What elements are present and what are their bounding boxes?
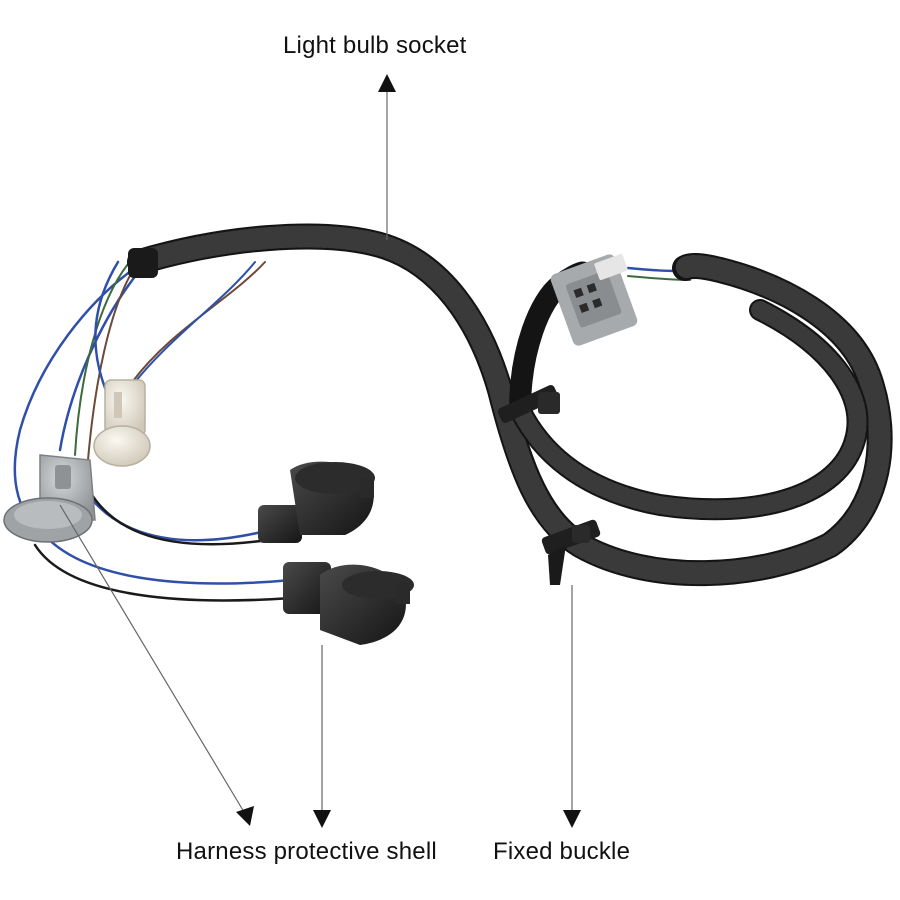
- conduit-collar: [128, 248, 158, 278]
- wire-blue: [68, 458, 272, 542]
- label-light-bulb-socket: Light bulb socket: [283, 32, 467, 59]
- wire-brown: [87, 271, 133, 461]
- arrowhead-down-icon: [313, 810, 331, 828]
- pointer-buckle: [563, 585, 581, 828]
- arrowhead-up-icon: [378, 74, 396, 92]
- pointer-shell-vertical: [313, 645, 331, 828]
- arrowhead-down-icon: [563, 810, 581, 828]
- wire-blue: [13, 266, 137, 522]
- wire-blue: [38, 528, 294, 585]
- grey-bulb-socket: [3, 454, 96, 543]
- white-bulb-socket: [93, 379, 151, 467]
- arrowhead-down-icon: [236, 806, 254, 826]
- label-fixed-buckle: Fixed buckle: [493, 838, 631, 865]
- wire-brown: [129, 261, 266, 386]
- wire-blue: [124, 261, 256, 396]
- grey-connector: [550, 253, 638, 346]
- cable-tie-upper: [497, 384, 560, 424]
- label-harness-protective-shell: Harness protective shell: [176, 838, 437, 865]
- black-bulb-socket-upper: [258, 461, 375, 543]
- wire-black: [78, 468, 270, 546]
- wire-blue: [94, 260, 120, 402]
- pointer-shell-diagonal: [59, 504, 254, 826]
- pointer-socket: [378, 74, 396, 240]
- conduit: [127, 223, 893, 587]
- wire-black: [33, 543, 294, 602]
- fixed-buckle-clip: [541, 519, 601, 585]
- wire-green: [74, 263, 129, 456]
- black-bulb-socket-lower: [283, 562, 414, 645]
- wire-bundle: [13, 260, 692, 602]
